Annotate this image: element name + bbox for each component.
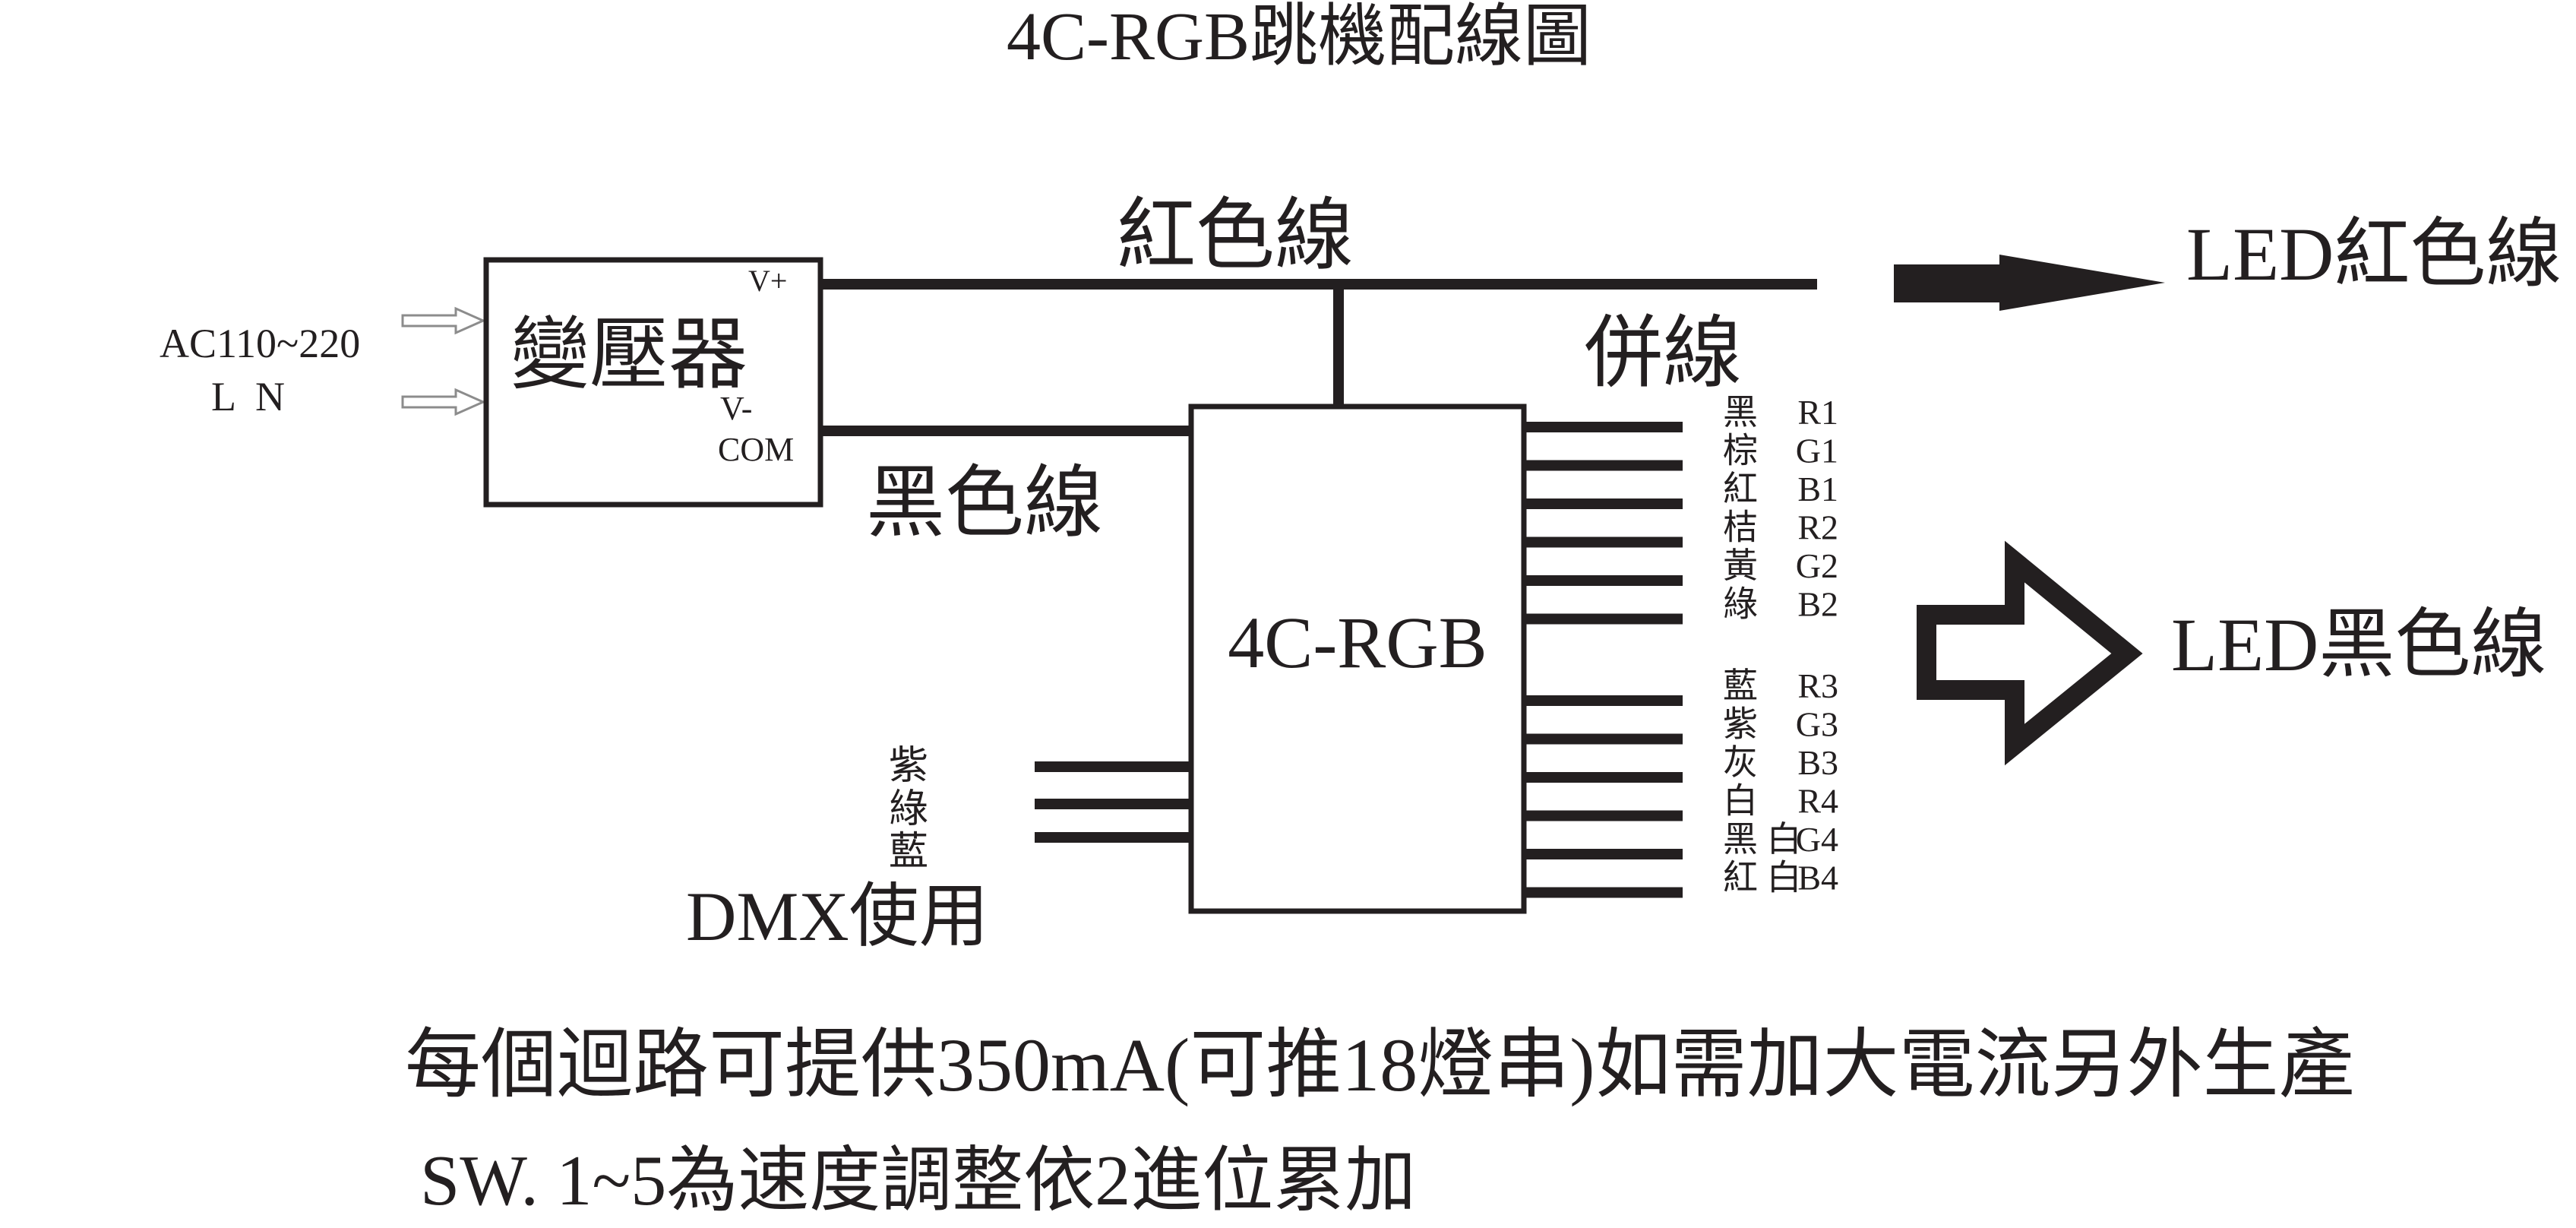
channel-color-r2: 桔: [1723, 508, 1758, 547]
channel-color-b4: 紅 白: [1723, 859, 1802, 897]
diagram-title: 4C-RGB跳機配線圖: [1007, 0, 1591, 74]
note-line-2: SW. 1~5為速度調整依2進位累加: [420, 1141, 1416, 1220]
channel-color-g4: 黑 白: [1723, 820, 1802, 859]
transformer-terminal-vminus: V-: [720, 390, 752, 427]
channel-color-g2: 黃: [1723, 546, 1758, 585]
led-black-arrow-icon: [1917, 540, 2143, 766]
channel-id-r1: R1: [1797, 393, 1838, 432]
red-wire-label: 紅色線: [1117, 192, 1354, 280]
led-black-label: LED黑色線: [2171, 603, 2546, 687]
transformer-box: [483, 257, 823, 508]
channel-id-b1: B1: [1797, 470, 1838, 508]
channel-color-r1: 黑: [1723, 393, 1758, 432]
channel-color-r3: 藍: [1723, 666, 1758, 705]
channel-color-b2: 綠: [1723, 585, 1758, 624]
dmx-wire-color-2: 綠: [889, 788, 928, 831]
channel-id-b3: B3: [1797, 743, 1838, 782]
channel-color-b3: 灰: [1723, 743, 1758, 782]
power-input-label: AC110~220: [160, 321, 360, 366]
controller-box: [1188, 404, 1527, 914]
transformer-terminal-vplus: V+: [748, 264, 787, 298]
dmx-label: DMX使用: [686, 878, 989, 955]
ac-input-arrow-N-icon: [401, 388, 486, 416]
parallel-wire-label: 併線: [1584, 310, 1742, 397]
note-line-1: 每個迴路可提供350mA(可推18燈串)如需加大電流另外生產: [405, 1023, 2355, 1107]
channel-id-b4: B4: [1797, 859, 1838, 897]
dmx-wire-color-1: 紫: [889, 745, 928, 788]
led-red-label: LED紅色線: [2186, 212, 2562, 296]
channel-id-r3: R3: [1797, 666, 1838, 705]
black-wire-label: 黑色線: [866, 460, 1103, 547]
transformer-label: 變壓器: [510, 312, 748, 399]
dmx-wire-color-3: 藍: [889, 831, 928, 874]
channel-color-g1: 棕: [1723, 432, 1758, 470]
channel-color-b1: 紅: [1723, 470, 1758, 508]
power-input-terminals: L N: [211, 374, 285, 419]
channel-id-r2: R2: [1797, 508, 1838, 547]
channel-id-g2: G2: [1796, 546, 1838, 585]
controller-label: 4C-RGB: [1228, 602, 1487, 683]
transformer-terminal-com: COM: [718, 431, 794, 468]
channel-leads: [1524, 422, 1683, 898]
channel-id-r4: R4: [1797, 782, 1838, 821]
channel-id-g1: G1: [1796, 432, 1838, 470]
channel-color-r4: 白: [1723, 782, 1758, 821]
channel-id-g4: G4: [1796, 820, 1838, 859]
channel-color-g3: 紫: [1723, 705, 1758, 744]
ac-input-arrow-L-icon: [401, 306, 486, 335]
channel-id-b2: B2: [1797, 585, 1838, 624]
led-red-arrow-icon: [1894, 255, 2165, 311]
channel-id-g3: G3: [1796, 705, 1838, 744]
